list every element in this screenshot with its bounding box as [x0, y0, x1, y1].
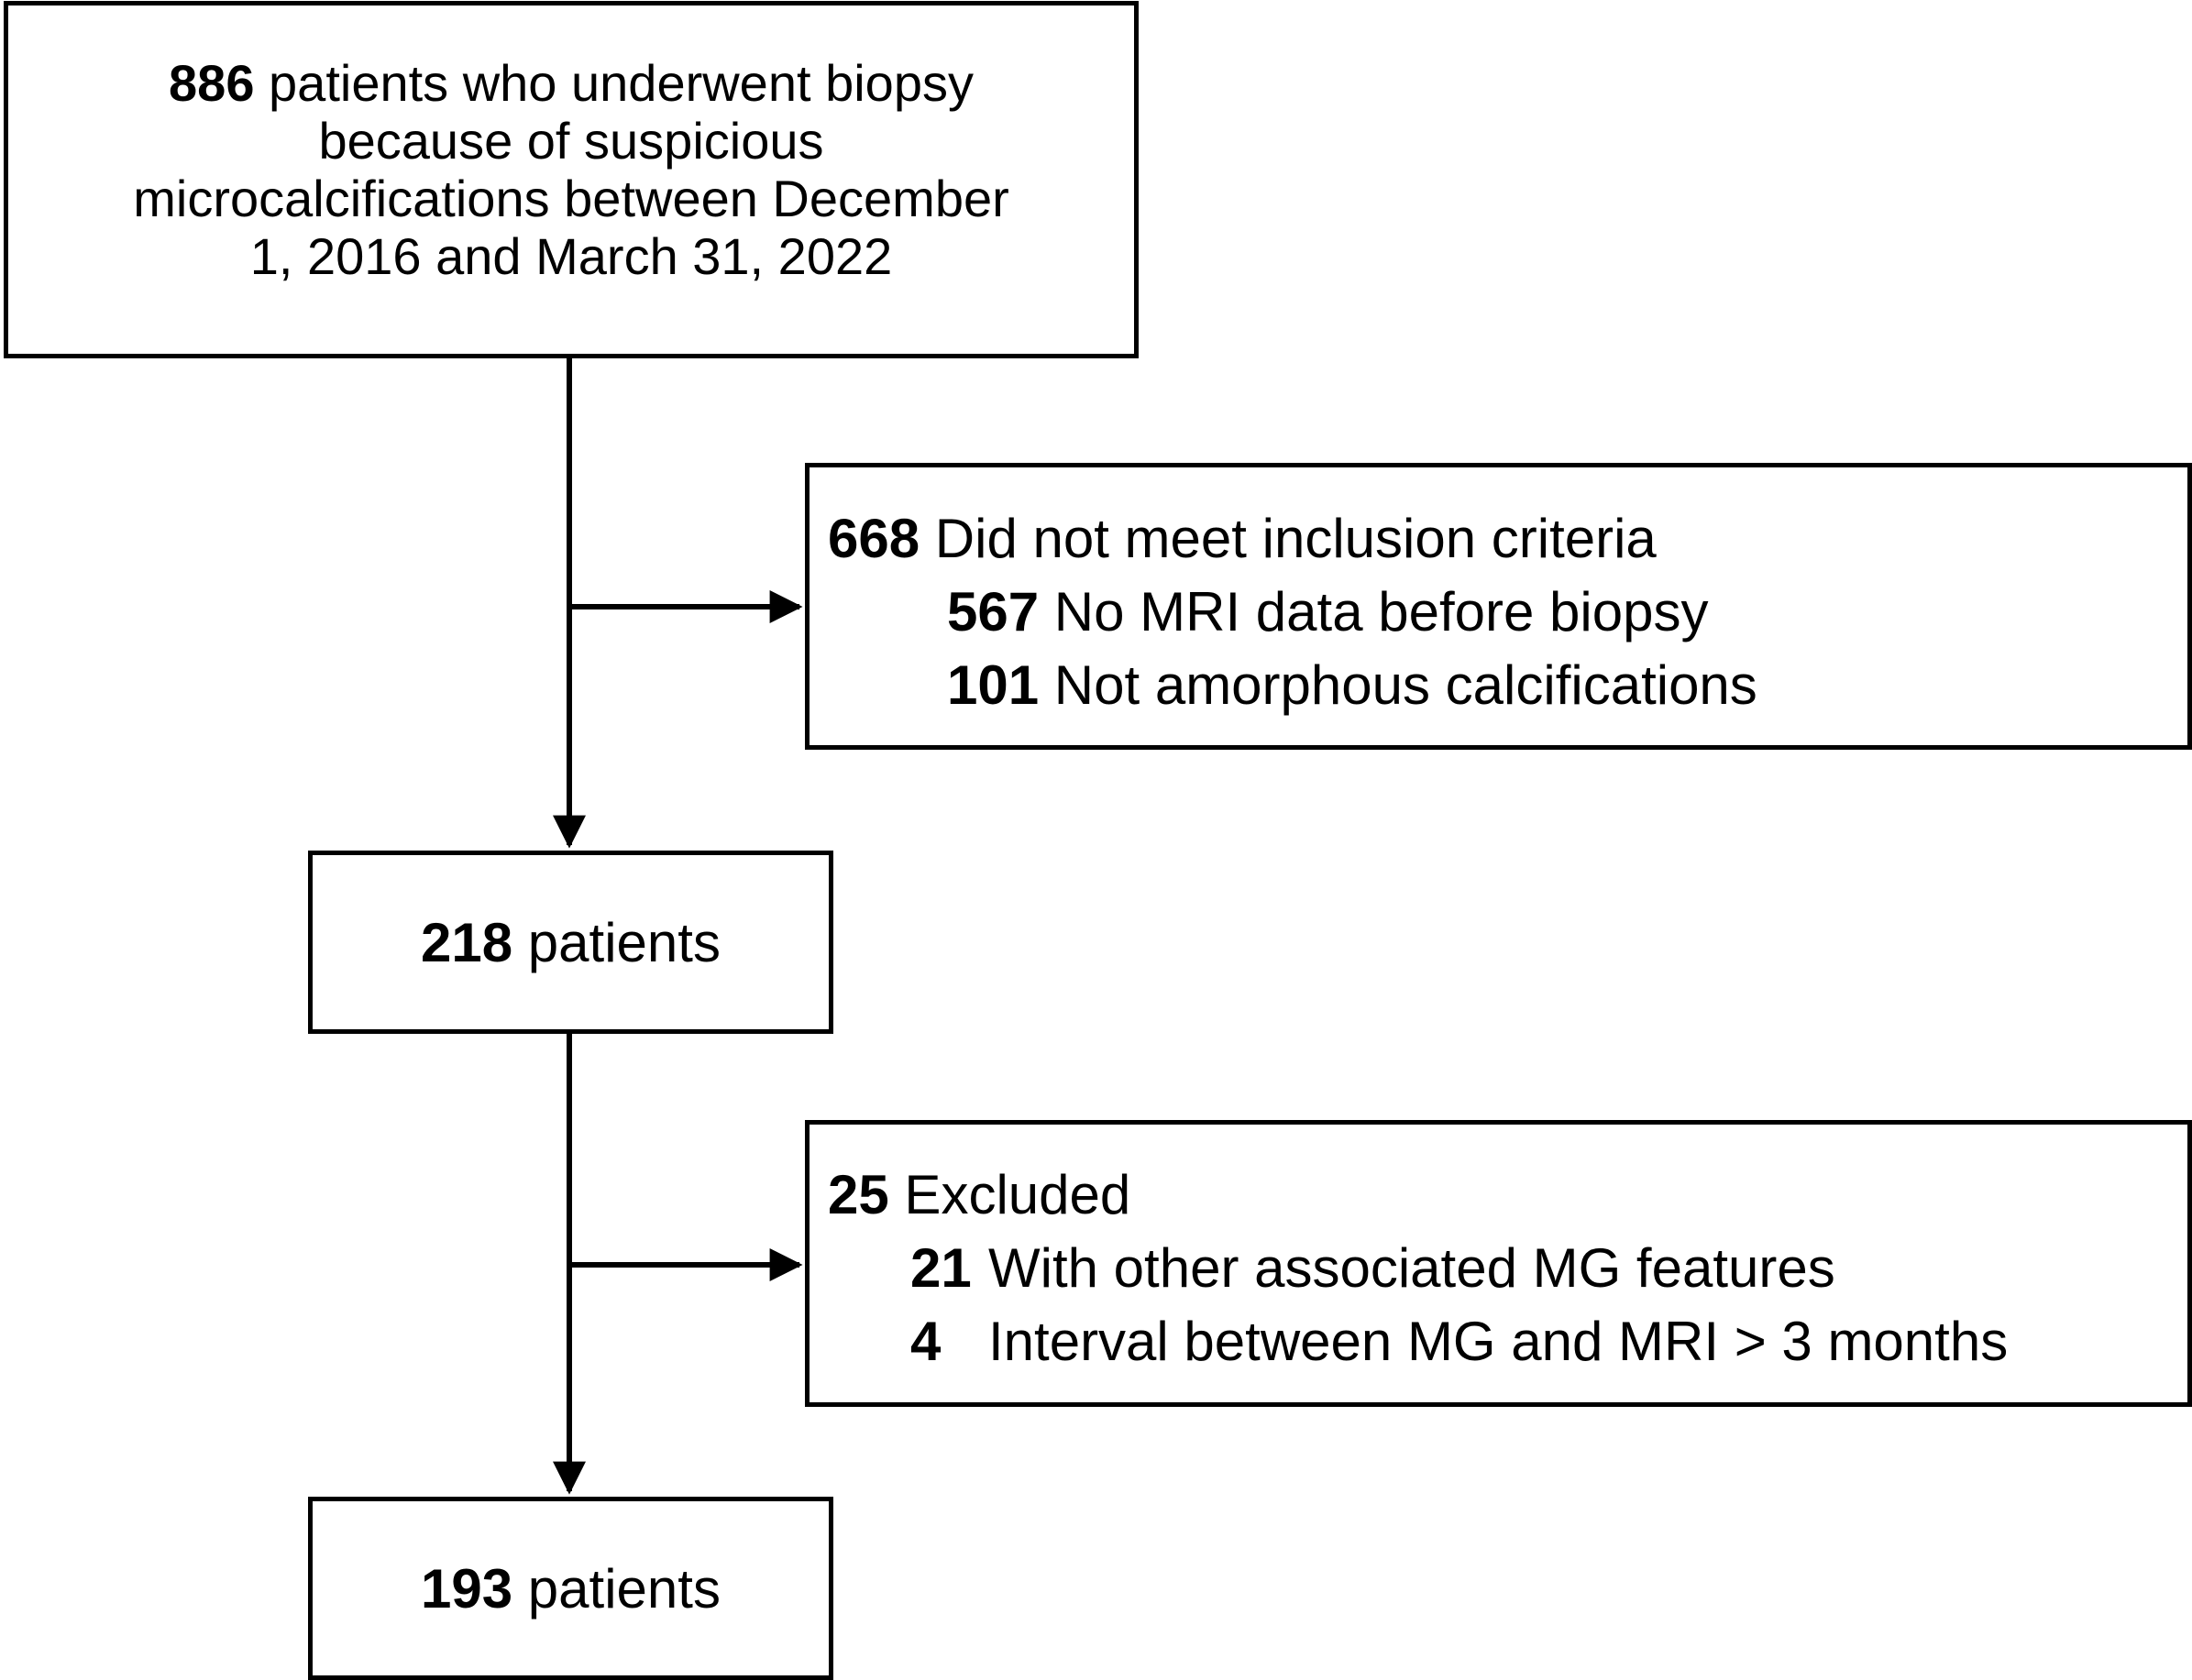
exclusion-box-2: 25 Excluded 21 With other associated MG f…	[805, 1120, 2192, 1407]
start-count: 886	[169, 54, 255, 112]
exclusion-1-item-2-count: 101	[947, 654, 1040, 716]
exclusion-1-item-1: 567 No MRI data before biopsy	[947, 584, 1708, 641]
exclusion-2-item-2-label: Interval between MG and MRI > 3 months	[988, 1311, 2009, 1372]
final-label: patients	[512, 1557, 721, 1620]
final-box: 193 patients	[308, 1497, 833, 1680]
exclusion-2-item-1-label: With other associated MG features	[988, 1237, 1835, 1299]
exclusion-1-item-2-label: Not amorphous calcifications	[1039, 654, 1757, 716]
exclusion-2-count: 25	[828, 1164, 889, 1225]
exclusion-2-item-1-count: 21	[910, 1237, 972, 1299]
exclusion-1-label: Did not meet inclusion criteria	[920, 508, 1657, 569]
middle-count: 218	[421, 911, 513, 973]
exclusion-2-label: Excluded	[888, 1164, 1131, 1225]
exclusion-1-heading: 668 Did not meet inclusion criteria	[828, 511, 1657, 567]
start-line-1: 886 patients who underwent biopsy	[8, 54, 1134, 112]
start-box: 886 patients who underwent biopsy becaus…	[4, 1, 1139, 358]
start-line-1-text: patients who underwent biopsy	[254, 54, 974, 112]
exclusion-2-item-2: 4 Interval between MG and MRI > 3 months	[910, 1313, 2008, 1370]
start-line-3: microcalcifications between December	[133, 170, 1009, 227]
final-count: 193	[421, 1557, 513, 1620]
exclusion-1-item-1-label: No MRI data before biopsy	[1039, 581, 1709, 642]
middle-box: 218 patients	[308, 851, 833, 1034]
exclusion-1-item-1-count: 567	[947, 581, 1040, 642]
exclusion-1-count: 668	[828, 508, 920, 569]
exclusion-box-1: 668 Did not meet inclusion criteria 567 …	[805, 463, 2192, 750]
start-line-2: because of suspicious	[318, 112, 824, 170]
exclusion-2-item-2-count: 4	[910, 1311, 942, 1372]
exclusion-1-item-2: 101 Not amorphous calcifications	[947, 657, 1757, 714]
middle-label: patients	[512, 911, 721, 973]
start-line-4: 1, 2016 and March 31, 2022	[249, 227, 893, 285]
exclusion-2-heading: 25 Excluded	[828, 1167, 1130, 1224]
exclusion-2-item-1: 21 With other associated MG features	[910, 1240, 1835, 1297]
